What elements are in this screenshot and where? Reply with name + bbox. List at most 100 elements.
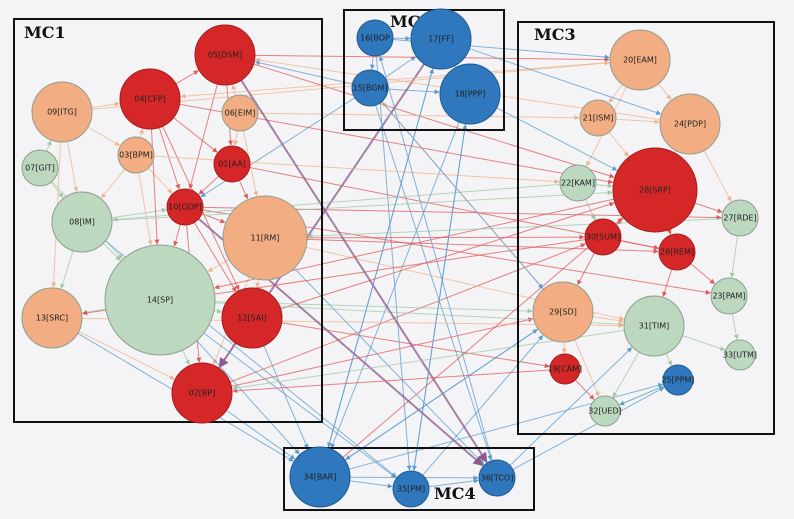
edge-29-34 (345, 328, 539, 461)
node-label-18: 18[PPP] (455, 90, 486, 99)
node-19[interactable]: 19[CAM] (548, 353, 582, 385)
edge-07-09 (46, 140, 52, 152)
node-circle-22[interactable] (559, 164, 597, 202)
node-circle-04[interactable] (119, 68, 181, 130)
node-label-21: 21[ISM] (583, 114, 614, 123)
edge-15-29 (381, 101, 544, 289)
node-circle-28[interactable] (612, 147, 698, 233)
node-circle-35[interactable] (392, 470, 430, 508)
node-15[interactable]: 15[BGM] (351, 69, 389, 107)
node-12[interactable]: 12[SAI] (221, 287, 283, 349)
node-label-24: 24[PDP] (674, 120, 706, 129)
node-label-02: 02[BP] (189, 389, 216, 398)
node-25[interactable]: 25[PPM] (662, 364, 695, 396)
node-circle-15[interactable] (351, 69, 389, 107)
node-circle-02[interactable] (171, 362, 233, 424)
node-circle-33[interactable] (724, 339, 756, 371)
node-04[interactable]: 04[CFP] (119, 68, 181, 130)
node-22[interactable]: 22[KAM] (559, 164, 597, 202)
node-circle-23[interactable] (710, 277, 748, 315)
node-23[interactable]: 23[PAM] (710, 277, 748, 315)
node-08[interactable]: 08[IM] (51, 191, 113, 253)
node-circle-06[interactable] (221, 94, 259, 132)
edge-35-29 (422, 335, 544, 476)
edge-12-34 (263, 345, 309, 449)
node-13[interactable]: 13[SRC] (21, 287, 83, 349)
edge-18-28 (496, 107, 618, 171)
node-circle-34[interactable] (289, 446, 351, 508)
node-circle-29[interactable] (532, 281, 594, 343)
node-circle-20[interactable] (609, 29, 671, 91)
node-14[interactable]: 14[SP] (104, 244, 216, 356)
node-35[interactable]: 35[PM] (392, 470, 430, 508)
edge-22-30 (585, 199, 596, 221)
node-circle-18[interactable] (439, 63, 501, 125)
node-circle-19[interactable] (549, 353, 581, 385)
cluster-box-mc3 (517, 21, 775, 435)
node-circle-14[interactable] (104, 244, 216, 356)
node-label-23: 23[PAM] (712, 292, 745, 301)
node-circle-21[interactable] (579, 99, 617, 137)
node-18[interactable]: 18[PPP] (439, 63, 501, 125)
edge-31-25 (665, 353, 672, 366)
node-circle-09[interactable] (31, 81, 93, 143)
node-circle-13[interactable] (21, 287, 83, 349)
node-circle-03[interactable] (117, 136, 155, 174)
edge-06-21 (257, 112, 580, 121)
node-09[interactable]: 09[ITG] (31, 81, 93, 143)
edge-04-05 (175, 70, 199, 85)
edge-04-01 (173, 117, 218, 153)
node-28[interactable]: 28[SRP] (612, 147, 698, 233)
node-circle-27[interactable] (721, 199, 759, 237)
node-11[interactable]: 11[RM] (222, 195, 308, 281)
edge-06-05 (231, 84, 237, 96)
edge-28-27 (694, 202, 723, 214)
node-circle-08[interactable] (51, 191, 113, 253)
node-circle-24[interactable] (659, 93, 721, 155)
node-17[interactable]: 17[FF] (410, 8, 472, 70)
node-05[interactable]: 05[DSM] (194, 24, 256, 86)
node-circle-31[interactable] (623, 295, 685, 357)
node-29[interactable]: 29[SD] (532, 281, 594, 343)
edge-08-14 (102, 242, 121, 261)
node-32[interactable]: 32[UED] (588, 395, 622, 427)
cluster-box-mc2 (343, 9, 505, 131)
node-circle-32[interactable] (589, 395, 621, 427)
node-02[interactable]: 02[BP] (171, 362, 233, 424)
node-circle-36[interactable] (478, 459, 516, 497)
edge-20-21 (608, 84, 623, 104)
edge-27-23 (729, 235, 738, 278)
edge-15-18 (387, 88, 440, 95)
node-circle-17[interactable] (410, 8, 472, 70)
node-circle-25[interactable] (662, 364, 694, 396)
node-20[interactable]: 20[EAM] (609, 29, 671, 91)
node-01[interactable]: 01[AA] (213, 145, 251, 183)
node-circle-11[interactable] (222, 195, 308, 281)
node-03[interactable]: 03[BPM] (117, 136, 155, 174)
node-31[interactable]: 31[TIM] (623, 295, 685, 357)
node-circle-07[interactable] (21, 149, 59, 187)
node-circle-26[interactable] (658, 233, 696, 271)
node-30[interactable]: 30[SUM] (584, 218, 622, 256)
node-circle-16[interactable] (356, 19, 394, 57)
node-34[interactable]: 34[BAR] (289, 446, 351, 508)
node-27[interactable]: 27[RDE] (721, 199, 759, 237)
node-33[interactable]: 33[UTM] (723, 339, 757, 371)
node-label-16: 16[BOP (360, 34, 390, 43)
node-26[interactable]: 26[REM] (658, 233, 696, 271)
node-36[interactable]: 36[TCO] (478, 459, 516, 497)
node-24[interactable]: 24[PDP] (659, 93, 721, 155)
node-circle-30[interactable] (584, 218, 622, 256)
node-16[interactable]: 16[BOP (356, 19, 394, 57)
cluster-box-mc4 (283, 447, 535, 511)
node-label-14: 14[SP] (147, 296, 173, 305)
node-label-32: 32[UED] (588, 407, 622, 416)
node-07[interactable]: 07[GIT] (21, 149, 59, 187)
node-06[interactable]: 06[EIM] (221, 94, 259, 132)
node-circle-01[interactable] (213, 145, 251, 183)
node-21[interactable]: 21[ISM] (579, 99, 617, 137)
node-circle-10[interactable] (166, 188, 204, 226)
node-circle-12[interactable] (221, 287, 283, 349)
node-circle-05[interactable] (194, 24, 256, 86)
node-10[interactable]: 10[ODP] (166, 188, 204, 226)
